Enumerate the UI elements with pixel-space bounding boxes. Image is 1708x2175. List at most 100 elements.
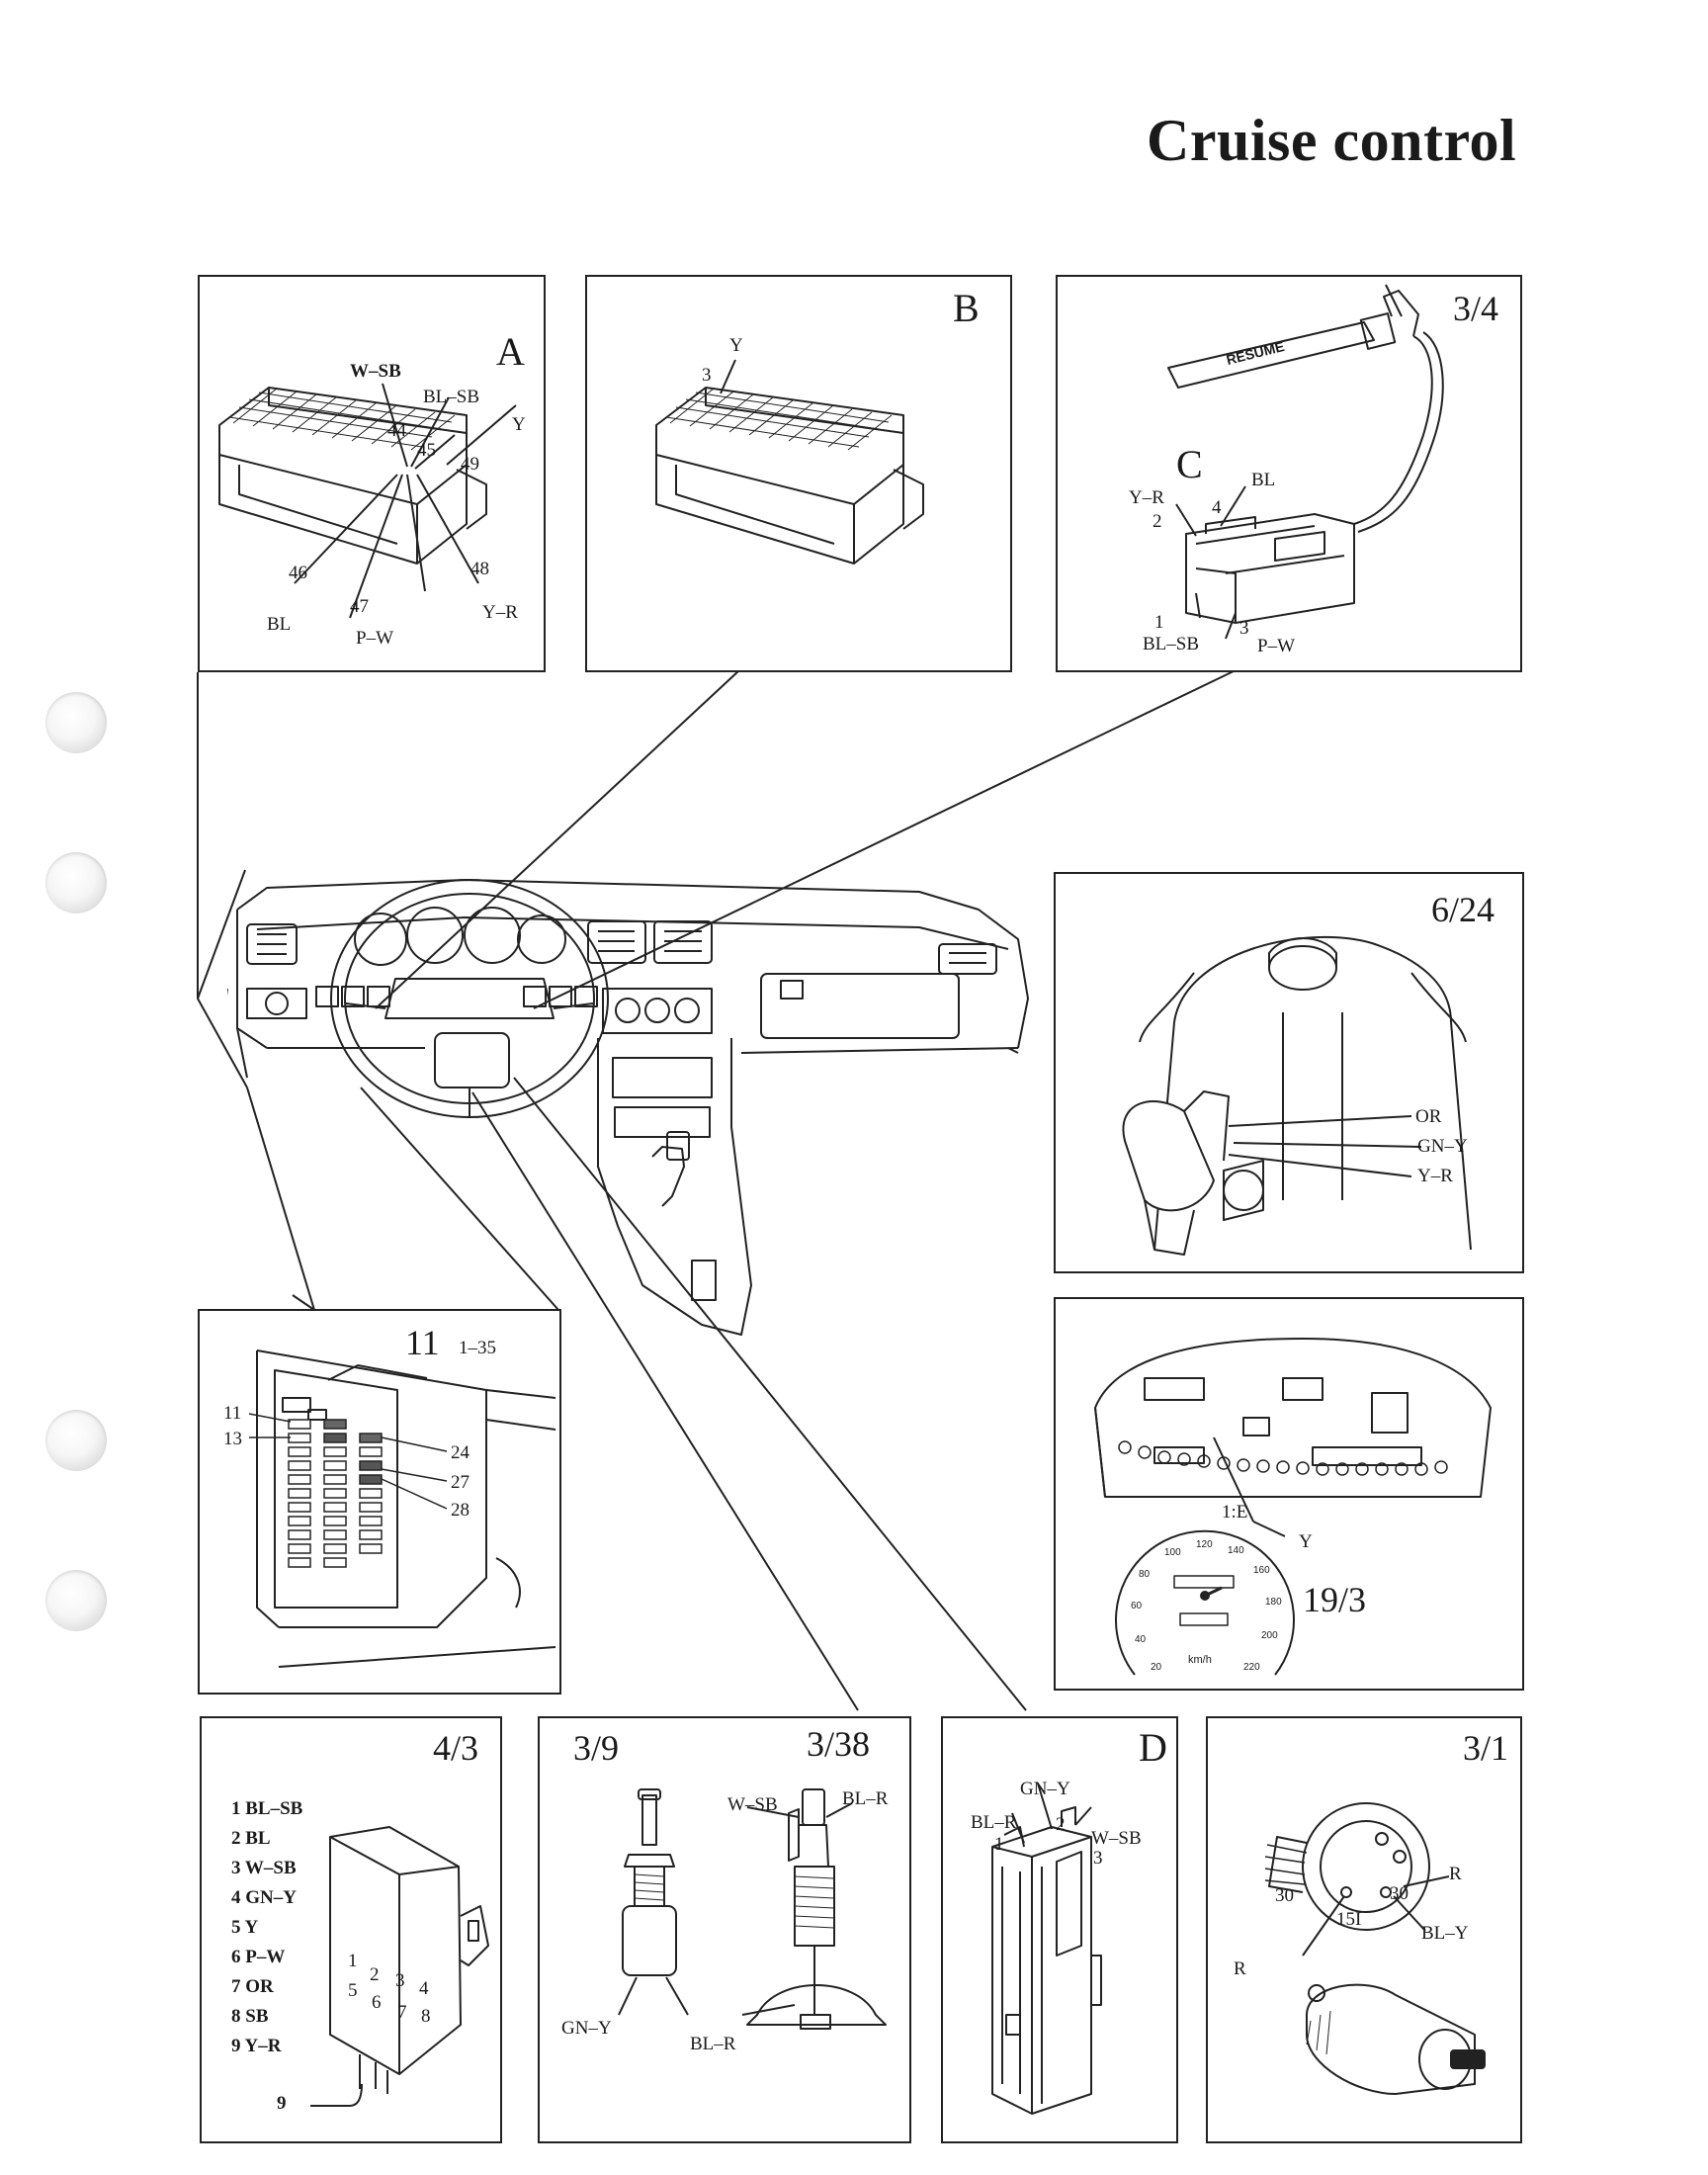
wire-label: Y (512, 414, 526, 435)
gauge-tick: 220 (1243, 1662, 1260, 1673)
panel-ref: 3/4 (1453, 289, 1499, 328)
pin-label: 47 (350, 596, 369, 617)
panel-3-1-ignition-switch: 3/1 R BL–Y R 30 30 15I (1206, 1716, 1522, 2143)
wire-label: GN–Y (561, 2018, 612, 2039)
panel-3-4-switch: 3/4 RESUME C BL 4 Y–R 2 1 BL–SB 3 P–W (1056, 275, 1522, 672)
wire-label: Y (729, 335, 743, 356)
legend-entry: 1 BL–SB (231, 1798, 303, 1819)
control-module-drawing (310, 1826, 489, 2107)
connector-b-drawing (655, 359, 924, 565)
wire-label: P–W (1257, 636, 1295, 656)
pin-label: 3 (1093, 1848, 1103, 1869)
wire-label: BL (267, 614, 292, 635)
gauge-tick: 120 (1196, 1539, 1213, 1550)
wire-label: Y–R (1129, 487, 1164, 508)
wire-label: BL–SB (1143, 634, 1200, 654)
gauge-tick: 160 (1253, 1565, 1270, 1576)
connector-label: 1:E (1222, 1502, 1248, 1522)
fuse-label: 24 (451, 1442, 470, 1463)
binder-hole (45, 692, 107, 753)
wire-label: GN–Y (1417, 1136, 1468, 1157)
panel-ref: 11 (405, 1323, 440, 1362)
wire-label: W–SB (727, 1794, 778, 1815)
panel-6-24-brake-switch: 6/24 OR GN–Y Y–R (1054, 872, 1524, 1273)
pin-label: 30 (1275, 1885, 1294, 1906)
panel-d-connector: D GN–Y 2 BL–R 1 W–SB 3 (941, 1716, 1178, 2143)
panel-ref: 3/1 (1463, 1728, 1509, 1768)
pin-label: 1 (1154, 612, 1164, 633)
pin-label: 3 (1239, 618, 1249, 639)
pin-label: 2 (370, 1964, 380, 1985)
pin-label: 15I (1336, 1909, 1362, 1930)
wire-label: BL–Y (1421, 1923, 1469, 1944)
legend-entry: 8 SB (231, 2006, 269, 2027)
wire-label: Y–R (482, 602, 518, 623)
wire-label: W–SB (1091, 1828, 1142, 1849)
panel-3-9-3-38-switches: 3/9 3/38 GN–Y BL–R W–SB BL–R (538, 1716, 911, 2143)
legend-entry: 2 BL (231, 1828, 271, 1849)
fuse-label: 27 (451, 1472, 470, 1493)
pin-label: 2 (1056, 1814, 1066, 1835)
panel-ref: 4/3 (433, 1728, 479, 1768)
panel-ref-sub: 1–35 (459, 1338, 496, 1358)
pin-label: 3 (702, 365, 712, 386)
gauge-tick: 140 (1228, 1545, 1244, 1556)
fuse-label: 13 (223, 1429, 242, 1449)
pin-label: 48 (470, 559, 489, 579)
legend-entry: 9 Y–R (231, 2036, 282, 2056)
pin-label: 9 (277, 2093, 287, 2114)
cruise-switch-drawing (1167, 284, 1444, 640)
panel-a-connector: A W–SB BL–SB Y 44 45 49 46 47 48 BL P–W … (198, 275, 546, 672)
gauge-tick: 100 (1164, 1547, 1181, 1558)
wire-label: BL–SB (423, 387, 480, 407)
fuse-label: 28 (451, 1500, 470, 1521)
connector-d-drawing (991, 1783, 1102, 2115)
gauge-tick: 20 (1151, 1662, 1162, 1673)
legend-entry: 3 W–SB (231, 1858, 297, 1878)
gauge-unit: km/h (1188, 1654, 1212, 1666)
wire-label: Y–R (1417, 1166, 1453, 1186)
connector-c-tag: C (1176, 442, 1203, 486)
legend-entry: 4 GN–Y (231, 1887, 297, 1908)
wire-label: BL–R (842, 1788, 889, 1809)
panel-ref: 3/38 (807, 1724, 871, 1764)
pin-label: 49 (461, 454, 479, 475)
pin-label: 8 (421, 2006, 431, 2027)
wire-label: BL–R (971, 1812, 1017, 1833)
pin-label: 3 (395, 1970, 405, 1991)
pin-label: 7 (397, 2002, 407, 2023)
pedal-switch-drawing (1122, 936, 1472, 1256)
panel-b-connector: B Y 3 (585, 275, 1012, 672)
fusebox-drawing (248, 1349, 556, 1668)
pin-label: 4 (1212, 497, 1222, 518)
gauge-tick: 180 (1265, 1597, 1282, 1608)
page-title: Cruise control (1147, 108, 1517, 173)
legend-entry: 5 Y (231, 1917, 259, 1938)
panel-ref: 19/3 (1303, 1580, 1367, 1619)
gauge-tick: 80 (1139, 1569, 1151, 1580)
pin-label: 2 (1153, 511, 1162, 532)
panel-4-3-control-module: 4/3 1 BL–SB 2 BL 3 W–SB 4 GN–Y 5 Y 6 P–W… (200, 1716, 502, 2143)
pedal-switches-drawing (618, 1788, 887, 2030)
ignition-switch-drawing (1264, 1802, 1486, 2095)
fuse-label: 11 (223, 1403, 242, 1424)
wire-label: BL–R (690, 2034, 736, 2054)
wire-label: OR (1415, 1106, 1442, 1127)
gauge-tick: 200 (1261, 1630, 1278, 1641)
panel-d-tag: D (1139, 1725, 1167, 1770)
gauge-tick: 60 (1131, 1601, 1143, 1611)
binder-hole (45, 852, 107, 914)
pin-label: 5 (348, 1980, 358, 2001)
wire-label: R (1234, 1958, 1246, 1979)
panel-b-tag: B (953, 286, 980, 330)
binder-hole (45, 1570, 107, 1631)
legend-entry: 6 P–W (231, 1947, 286, 1967)
pin-label: 1 (348, 1951, 358, 1971)
binder-hole (45, 1410, 107, 1471)
instrument-cluster-drawing (1094, 1338, 1492, 1676)
legend-entry: 7 OR (231, 1976, 274, 1997)
wire-label: Y (1299, 1531, 1313, 1552)
wire-label: GN–Y (1020, 1779, 1070, 1799)
panel-19-3-instrument: 1:E Y 19/3 20 40 60 80 100 120 140 160 1… (1054, 1297, 1524, 1691)
pin-label: 44 (387, 420, 406, 441)
